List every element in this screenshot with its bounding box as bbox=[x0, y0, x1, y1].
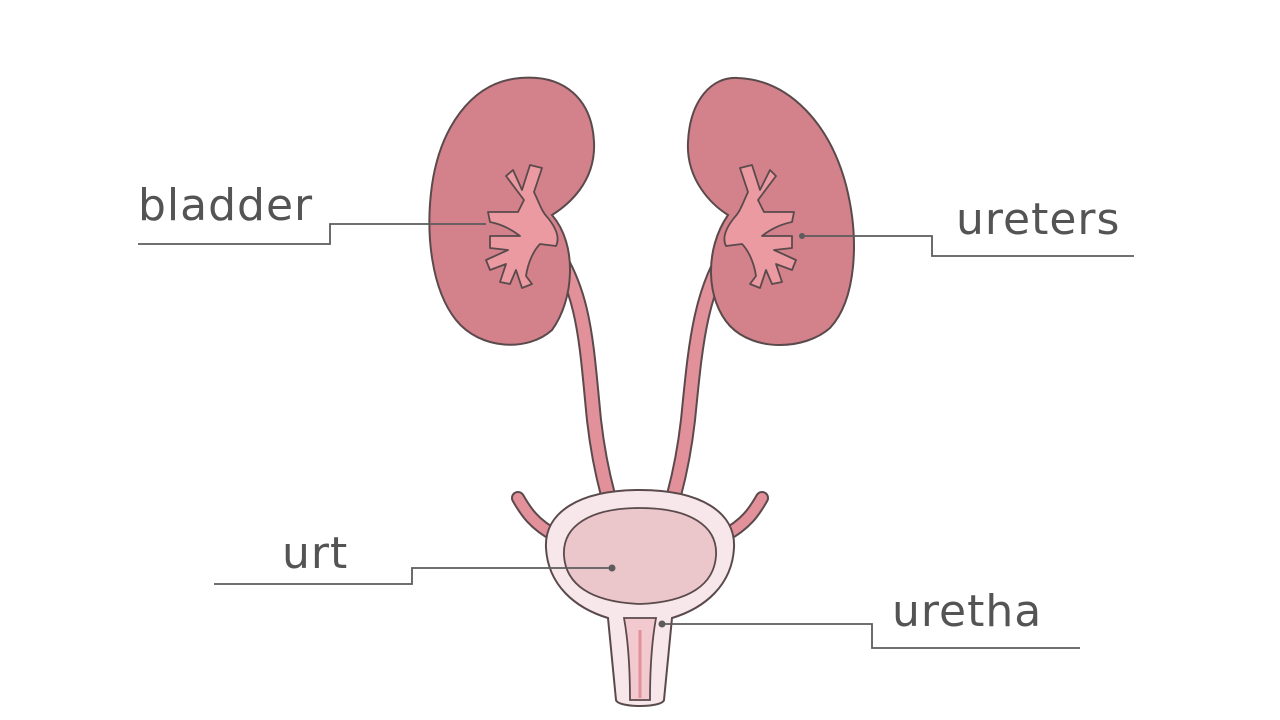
label-uretha: uretha bbox=[892, 586, 1042, 637]
label-bladder: bladder bbox=[138, 180, 313, 231]
bladder bbox=[544, 488, 736, 707]
leader-urt bbox=[214, 564, 616, 585]
leader-ureters bbox=[799, 233, 1134, 257]
renal-pelvis-right bbox=[723, 164, 797, 289]
label-ureters: ureters bbox=[956, 194, 1120, 245]
urethra bbox=[622, 617, 658, 701]
leader-bladder bbox=[138, 223, 486, 245]
label-urt: urt bbox=[282, 528, 348, 579]
leader-uretha bbox=[658, 620, 1080, 649]
renal-pelvis-left bbox=[485, 164, 559, 289]
